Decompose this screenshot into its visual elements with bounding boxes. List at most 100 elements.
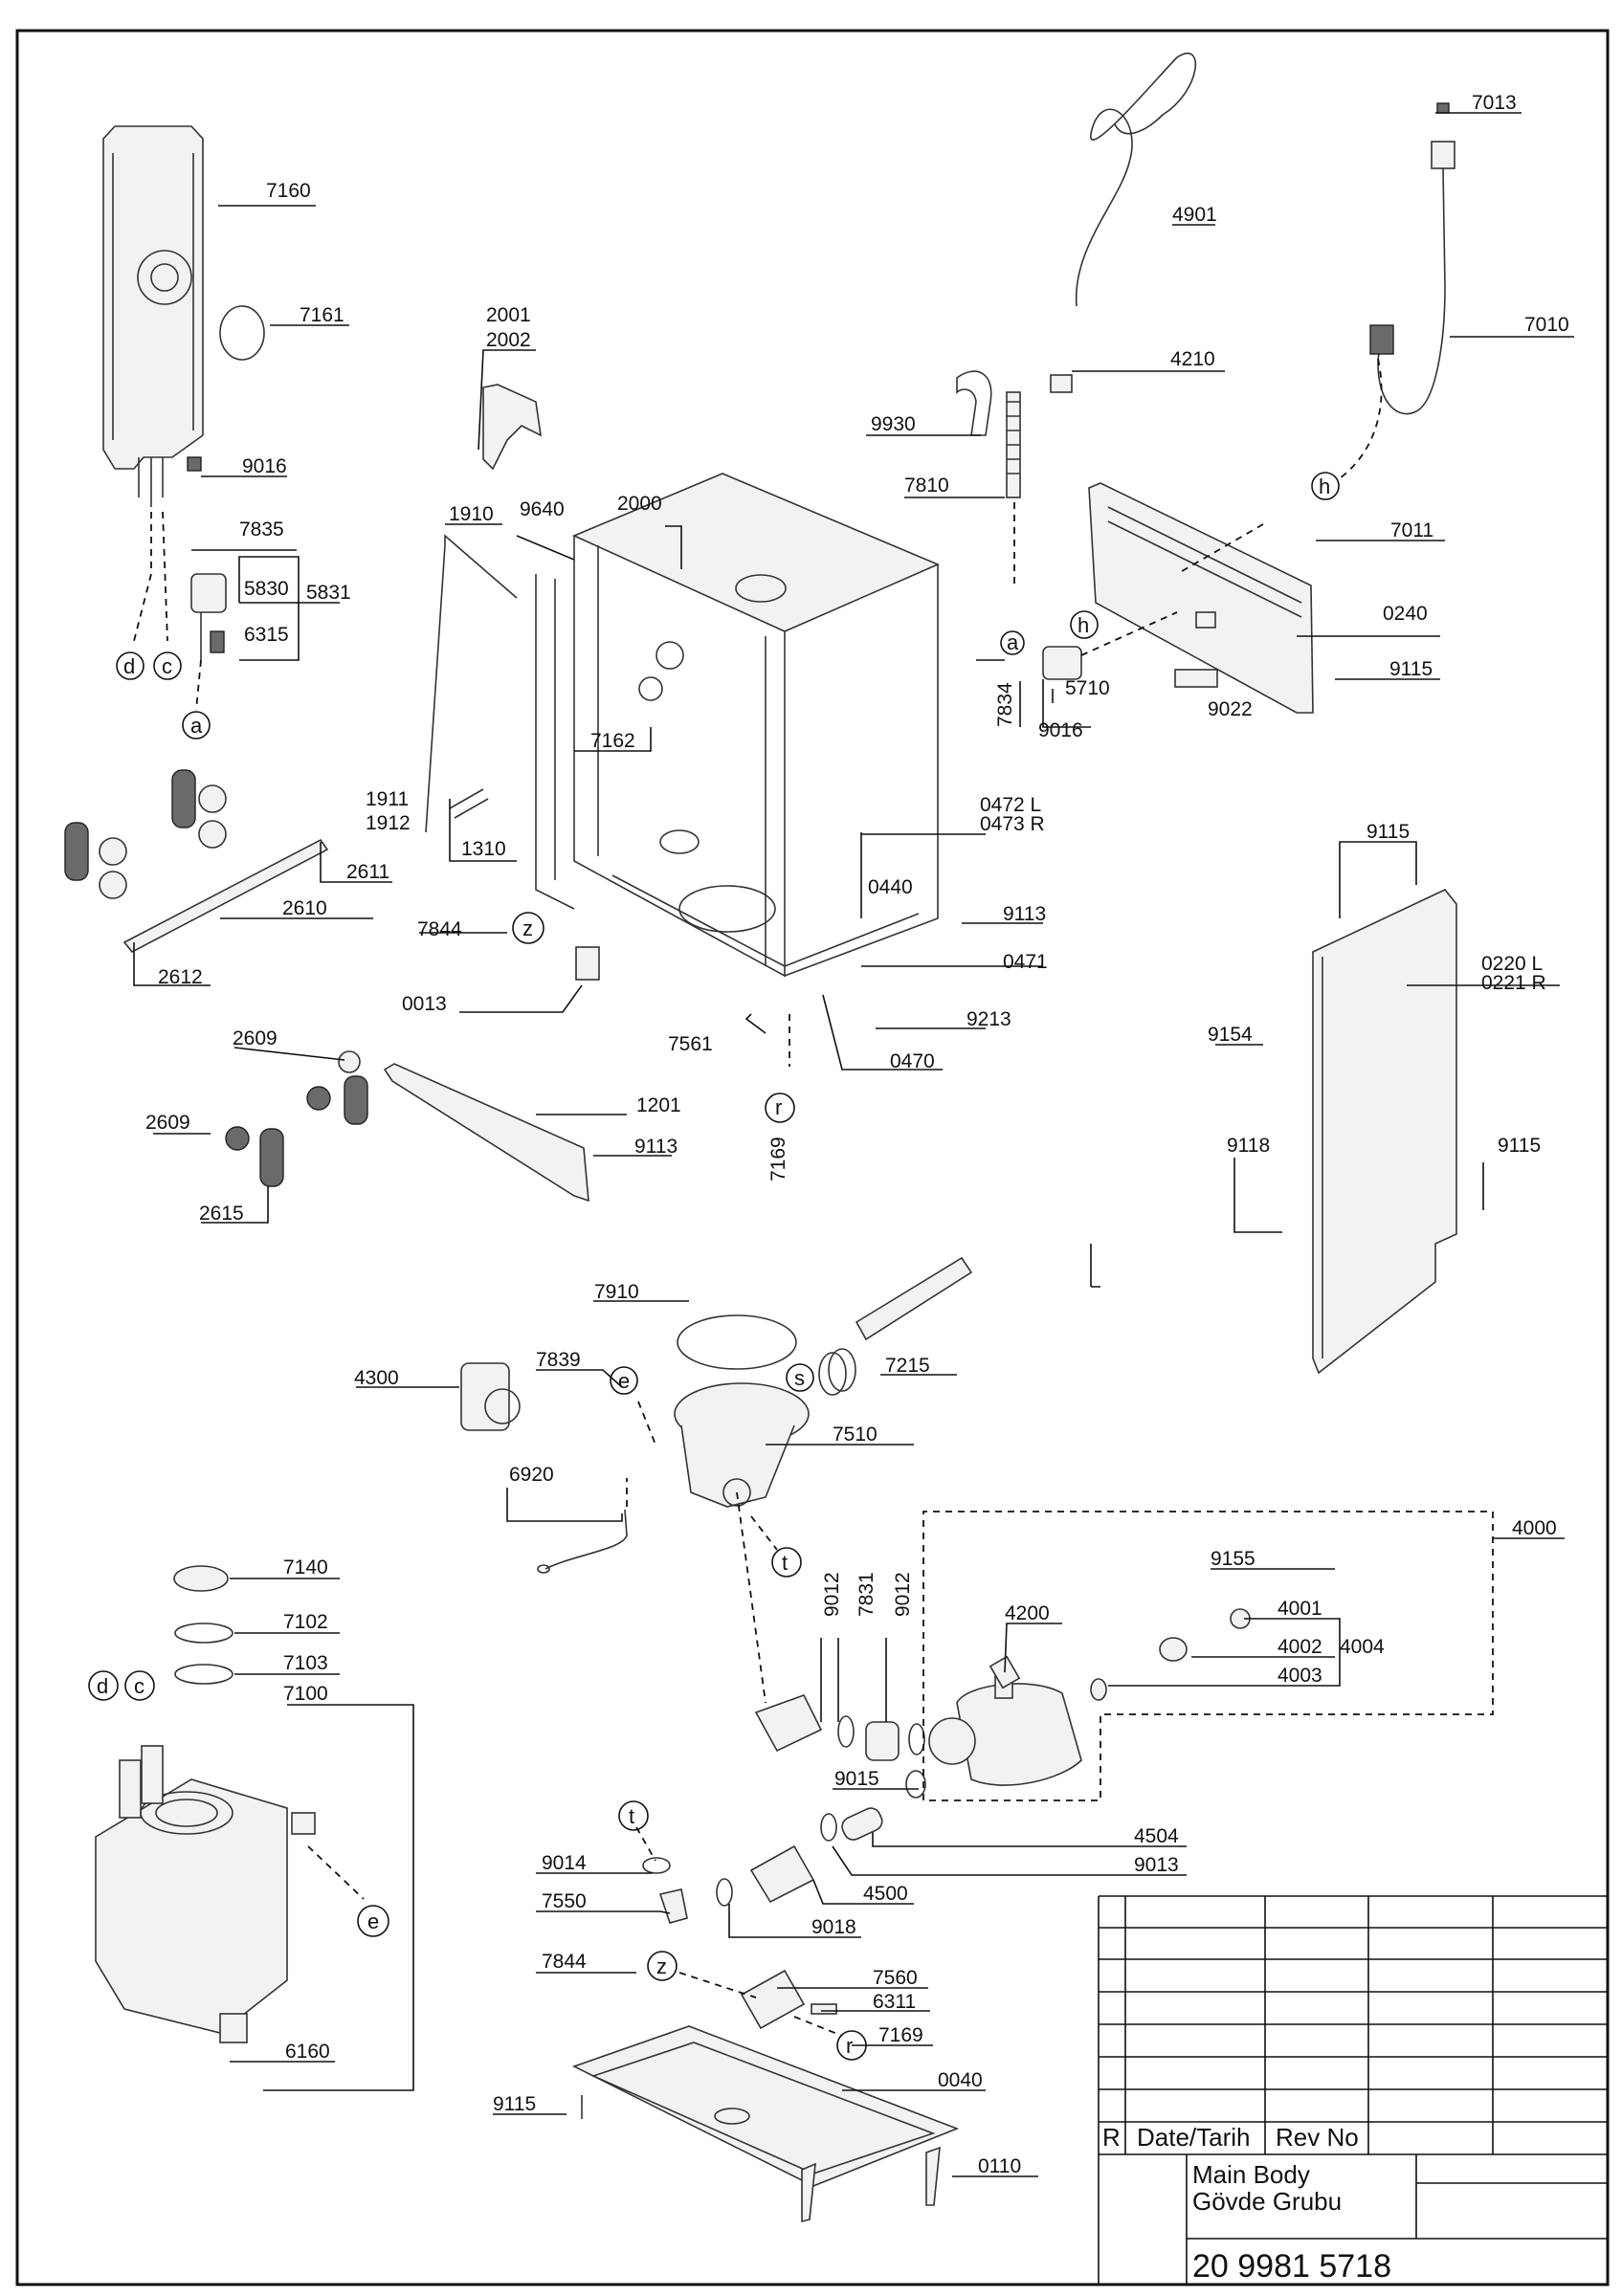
part-label: 9640 bbox=[520, 498, 565, 520]
callout-z: z bbox=[522, 916, 533, 940]
part-label: 2612 bbox=[158, 966, 203, 988]
part-label: 4300 bbox=[354, 1367, 399, 1389]
dashed-link-5710 bbox=[1080, 611, 1178, 656]
part-label: 7550 bbox=[542, 1890, 587, 1912]
roller-set-bottom-drawing bbox=[225, 1050, 368, 1187]
part-label: 6160 bbox=[285, 2041, 330, 2063]
part-label-vertical: 7169 bbox=[767, 1137, 789, 1181]
sensor-6920-drawing bbox=[544, 1509, 628, 1570]
part-label: 0240 bbox=[1383, 603, 1428, 625]
part-label: 9015 bbox=[834, 1768, 879, 1790]
pump-4500-drawing bbox=[749, 1844, 815, 1904]
part-label: 1201 bbox=[636, 1094, 681, 1116]
main-tub-drawing bbox=[535, 473, 941, 978]
callout-t: t bbox=[782, 1551, 788, 1575]
cable-4901-drawing bbox=[1075, 52, 1197, 307]
part-label-vertical: 7834 bbox=[994, 682, 1016, 727]
sheet-frame bbox=[15, 29, 1610, 2286]
drawing-title-en: Main Body bbox=[1192, 2160, 1310, 2189]
valve-drawing bbox=[190, 573, 227, 660]
hose-7215-drawing bbox=[818, 1256, 973, 1396]
part-label: 9115 bbox=[493, 2093, 536, 2115]
part-label: 9930 bbox=[871, 413, 916, 435]
base-tray-0040-drawing bbox=[571, 2025, 960, 2187]
part-label: 4500 bbox=[863, 1883, 908, 1905]
part-label: 9213 bbox=[967, 1008, 1011, 1030]
container-7100-drawing bbox=[95, 1745, 316, 2043]
elbow-7550-drawing bbox=[658, 1888, 688, 1924]
rail-2610-drawing bbox=[122, 838, 329, 954]
part-label: 7161 bbox=[300, 304, 344, 326]
callout-d: d bbox=[123, 654, 135, 678]
dashed-link-7839 bbox=[637, 1401, 656, 1446]
drawing-title-tr: Gövde Grubu bbox=[1192, 2187, 1342, 2216]
part-label: 2609 bbox=[145, 1112, 190, 1134]
title-block bbox=[1098, 1895, 1608, 2285]
part-4002-drawing bbox=[1159, 1637, 1188, 1662]
callout-t: t bbox=[629, 1804, 634, 1828]
clamp-9015-drawing bbox=[905, 1770, 926, 1799]
group-4000-box bbox=[922, 1511, 1494, 1801]
dashed-link-a1 bbox=[195, 659, 202, 711]
part-label: 0472 L bbox=[980, 794, 1041, 816]
callout-e: e bbox=[618, 1369, 630, 1393]
hose-4504-drawing bbox=[841, 1807, 883, 1841]
part-label: 4004 bbox=[1340, 1636, 1385, 1658]
part-label: 9022 bbox=[1208, 698, 1253, 720]
foot-0110a-drawing bbox=[801, 2162, 816, 2223]
part-label: 7810 bbox=[904, 475, 949, 497]
part-label: 7560 bbox=[873, 1967, 918, 1989]
pump-4300-drawing bbox=[460, 1362, 521, 1431]
wire-1910-drawing bbox=[425, 534, 518, 833]
part-label: 1912 bbox=[366, 812, 411, 834]
connector-4210-drawing bbox=[1050, 374, 1073, 393]
callout-h: h bbox=[1078, 613, 1089, 637]
dashed-link-t2 bbox=[635, 1826, 656, 1862]
part-label: 7561 bbox=[668, 1033, 713, 1055]
part-label: 6311 bbox=[873, 1991, 916, 2013]
part-label: 9113 bbox=[1003, 903, 1046, 925]
hose-7831-drawing bbox=[865, 1721, 900, 1761]
float-7560-drawing bbox=[740, 1969, 806, 2030]
part-label: 9115 bbox=[1366, 821, 1410, 843]
callout-c: c bbox=[162, 654, 172, 678]
ring-7103-drawing bbox=[174, 1664, 233, 1685]
callout-r: r bbox=[775, 1095, 782, 1119]
date-column-header: Date/Tarih bbox=[1137, 2123, 1251, 2152]
part-6311-drawing bbox=[811, 2003, 837, 2015]
part-label: 7510 bbox=[833, 1424, 878, 1446]
dashed-link-r2 bbox=[793, 2016, 843, 2037]
rail-1201-drawing bbox=[383, 1063, 589, 1203]
part-label: 7162 bbox=[590, 730, 635, 752]
rear-panel-0240-drawing bbox=[1088, 482, 1314, 714]
bracket-9022-drawing bbox=[1174, 669, 1218, 688]
part-label: 9016 bbox=[242, 455, 287, 477]
part-label: 7103 bbox=[283, 1652, 328, 1674]
ring-7102-drawing bbox=[174, 1623, 233, 1644]
part-label-vertical: 9012 bbox=[821, 1572, 843, 1617]
part-label: 9115 bbox=[1389, 658, 1433, 680]
part-label: 7100 bbox=[283, 1683, 328, 1705]
clip-1310-drawing bbox=[449, 788, 489, 819]
callout-a: a bbox=[190, 714, 203, 738]
part-label: 7160 bbox=[266, 180, 311, 202]
dashed-link-z2 bbox=[678, 1972, 757, 1998]
callout-circles bbox=[88, 472, 1340, 2061]
part-label: 0471 bbox=[1003, 951, 1048, 973]
part-label: 7839 bbox=[536, 1349, 581, 1371]
dashed-link-e2 bbox=[307, 1845, 365, 1900]
callout-e: e bbox=[367, 1910, 379, 1933]
part-label: 7215 bbox=[885, 1355, 930, 1377]
part-label: 2000 bbox=[617, 493, 662, 515]
part-label: 4901 bbox=[1172, 204, 1217, 226]
leader-lines bbox=[133, 112, 1574, 2177]
gasket-7910-drawing bbox=[677, 1314, 797, 1370]
part-label: 4002 bbox=[1278, 1636, 1322, 1658]
part-label: 1310 bbox=[461, 838, 506, 860]
part-label: 9115 bbox=[1498, 1135, 1541, 1157]
water-softener-drawing bbox=[102, 125, 204, 507]
part-label: 2615 bbox=[199, 1203, 244, 1225]
part-label: 2610 bbox=[282, 897, 327, 919]
callout-h: h bbox=[1319, 475, 1330, 498]
